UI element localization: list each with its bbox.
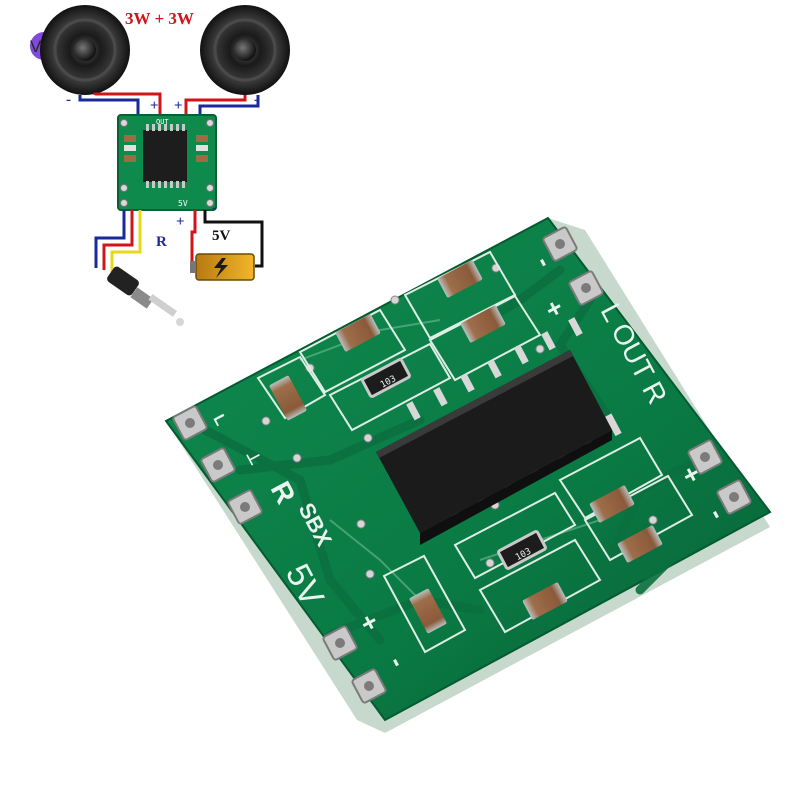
channel-label: R [156, 234, 167, 250]
right-speaker-minus: - [254, 92, 259, 108]
left-speaker-minus: - [66, 92, 71, 108]
battery-icon [190, 253, 255, 281]
amplifier-chip [376, 317, 622, 545]
supply-minus-label: - [212, 200, 217, 216]
right-speaker-plus: + [174, 98, 183, 114]
amplifier-board: 103 103 [164, 216, 772, 733]
resistors: 103 103 [361, 358, 547, 570]
wiring-diagram: 3W + 3W - + + - [40, 5, 290, 326]
module-out-label: OUT [156, 118, 169, 126]
input-header-pads [172, 405, 387, 704]
vias [261, 263, 658, 579]
supply-plus-label: + [176, 214, 185, 230]
left-speaker-icon [40, 5, 130, 95]
audio-jack-icon [107, 266, 184, 326]
output-header-pads [542, 226, 752, 515]
battery-voltage-label: 5V [212, 228, 231, 244]
capacitors [269, 260, 663, 634]
module-5v-label: 5V [178, 199, 188, 208]
left-speaker-plus: + [150, 98, 159, 114]
diagram-module-icon: OUT 5V [117, 114, 217, 211]
right-speaker-icon [200, 5, 290, 95]
speaker-power-label: 3W + 3W [125, 9, 194, 28]
